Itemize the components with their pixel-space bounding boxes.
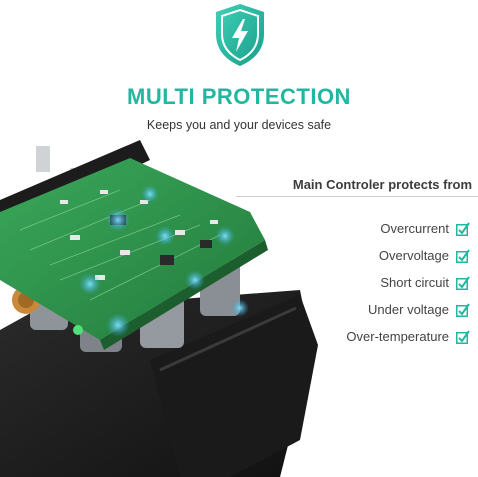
feature-item: Short circuit xyxy=(346,269,470,296)
checkbox-check-icon xyxy=(456,221,470,236)
headline: MULTI PROTECTION xyxy=(127,84,351,109)
tagline: Keeps you and your devices safe xyxy=(146,118,332,132)
feature-label: Overcurrent xyxy=(380,221,449,236)
feature-item: Under voltage xyxy=(346,296,470,323)
lightning-shield-icon xyxy=(216,4,264,66)
feature-label: Overvoltage xyxy=(378,248,449,263)
feature-item: Over-temperature xyxy=(346,323,470,350)
feature-list: Overcurrent Overvoltage Short circuit Un… xyxy=(346,215,470,350)
feature-item: Overcurrent xyxy=(346,215,470,242)
checkbox-check-icon xyxy=(456,329,470,344)
feature-label: Over-temperature xyxy=(346,329,449,344)
feature-label: Short circuit xyxy=(380,275,449,290)
features-divider xyxy=(236,196,478,197)
feature-item: Overvoltage xyxy=(346,242,470,269)
feature-label: Under voltage xyxy=(368,302,449,317)
checkbox-check-icon xyxy=(456,275,470,290)
checkbox-check-icon xyxy=(456,302,470,317)
checkbox-check-icon xyxy=(456,248,470,263)
features-title: Main Controler protects from xyxy=(292,177,472,192)
charger-pcb-illustration xyxy=(0,140,318,477)
